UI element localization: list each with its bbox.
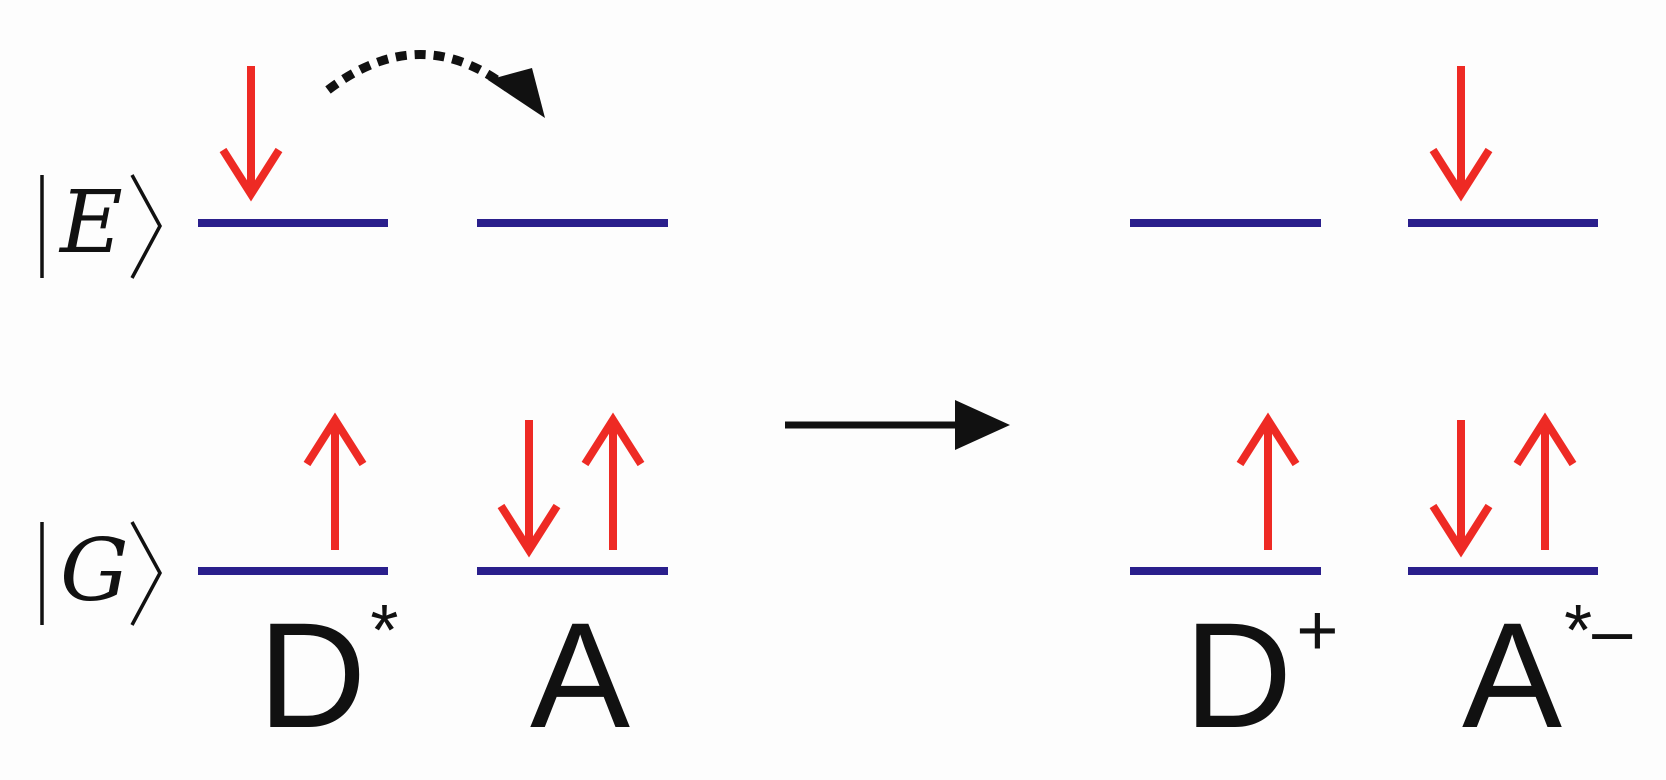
spin-up-arrow-right-acceptor-ground [1513,412,1577,550]
ground-state-ket: G [40,521,162,626]
right-acceptor-label: A*– [1462,591,1633,759]
excited-state-ket: E [40,173,162,279]
left-acceptor-label: A [530,591,630,759]
spin-up-arrow-left-acceptor-ground [581,412,645,550]
right-arrow-icon [785,400,1010,450]
spin-up-arrow-right-donor-ground [1236,412,1300,550]
ket-angle [130,174,162,279]
ground-state-symbol: G [60,521,129,621]
spin-down-arrow-right-acceptor-excited [1429,66,1493,202]
left-donor-label: D* [258,591,398,759]
right-donor-label: D+ [1184,591,1338,759]
spin-up-arrow-left-donor-ground [303,412,367,550]
dotted-curved-arrow-icon [325,50,545,118]
ket-angle [130,521,162,626]
spin-down-arrow-left-acceptor-ground [497,420,561,558]
spin-down-arrow-left-donor-excited [219,66,283,202]
excited-state-symbol: E [58,173,123,273]
spin-down-arrow-right-acceptor-ground [1429,420,1493,558]
